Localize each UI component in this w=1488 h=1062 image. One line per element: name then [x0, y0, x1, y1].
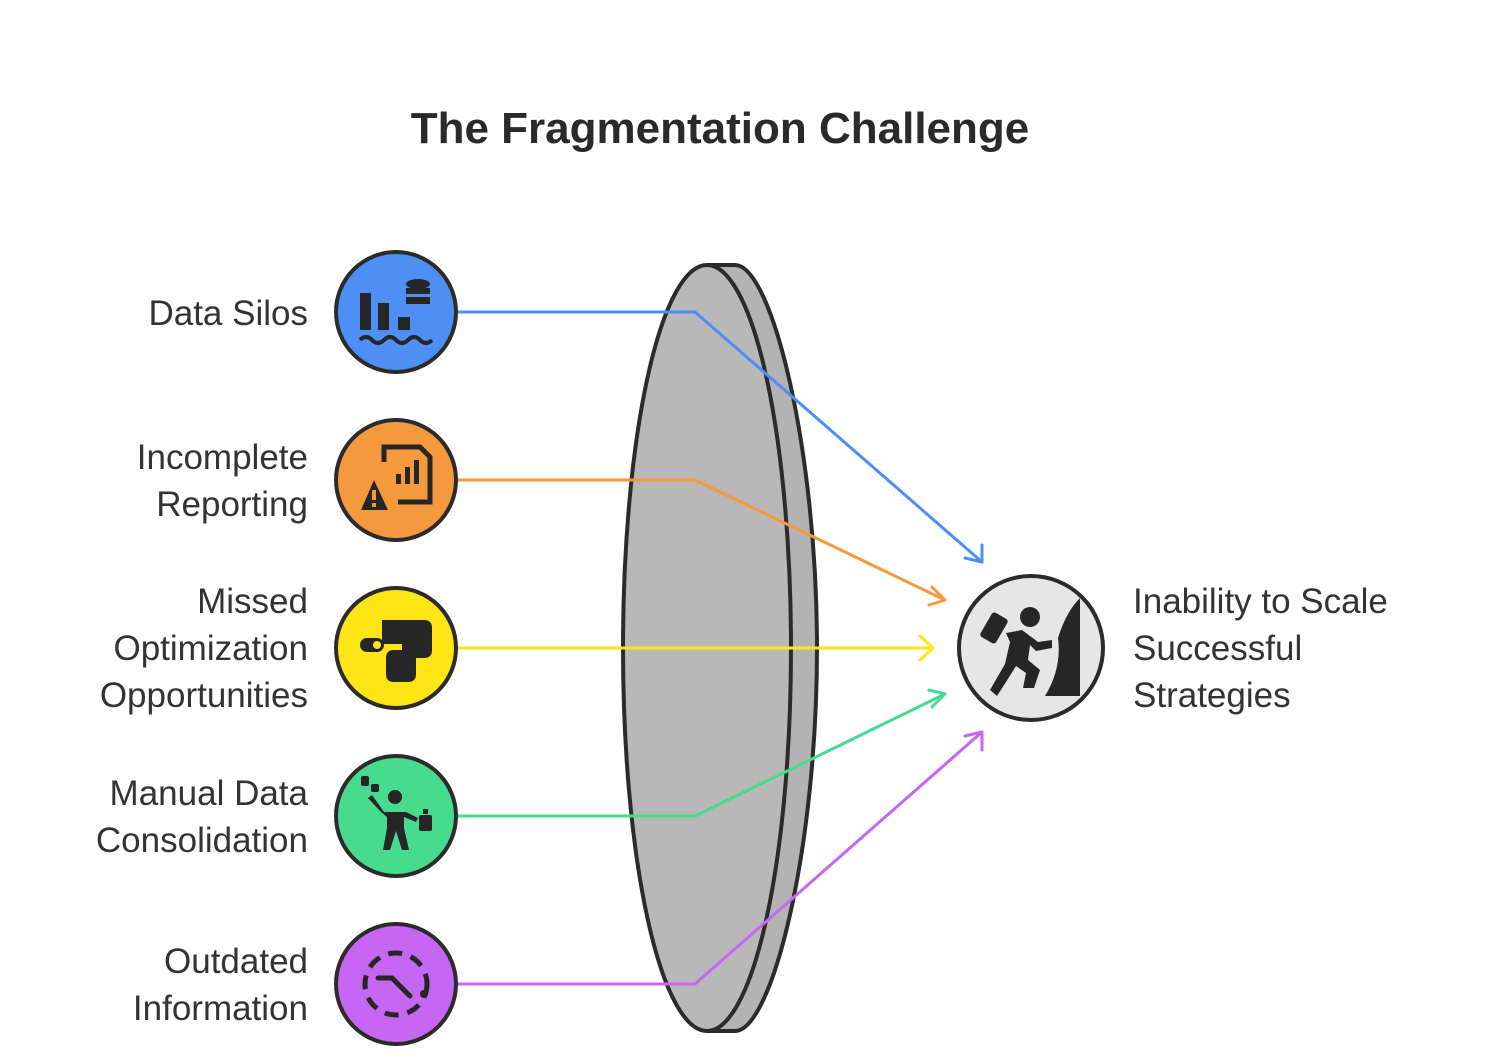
- label-outcome: Inability to Scale Successful Strategies: [1133, 582, 1388, 715]
- outdated-clock-icon: [362, 950, 430, 1018]
- circle-missed-optimization: [334, 586, 458, 710]
- circle-data-silos: [334, 250, 458, 374]
- label-data-silos: Data Silos: [148, 294, 308, 333]
- person-juggling-data-icon: [361, 776, 432, 850]
- data-silos-icon: [358, 279, 434, 345]
- optimization-path-icon: [360, 620, 432, 682]
- label-manual-consolidation: Manual Data Consolidation: [95, 774, 308, 860]
- climber-wall-icon: [980, 598, 1080, 696]
- label-missed-optimization: Missed Optimization Opportunities: [99, 582, 308, 715]
- label-incomplete-reporting: Incomplete Reporting: [136, 438, 308, 524]
- circle-outcome: [957, 574, 1105, 722]
- report-warning-icon: [361, 444, 433, 510]
- connector-manual-consolidation: [454, 688, 947, 818]
- connector-incomplete-reporting: [454, 478, 947, 607]
- diagram-title: The Fragmentation Challenge: [410, 104, 1030, 153]
- connector-outdated-information: [454, 730, 984, 986]
- connector-data-silos: [454, 310, 984, 564]
- connector-missed-optimization: [454, 634, 935, 662]
- label-outdated-information: Outdated Information: [132, 942, 308, 1028]
